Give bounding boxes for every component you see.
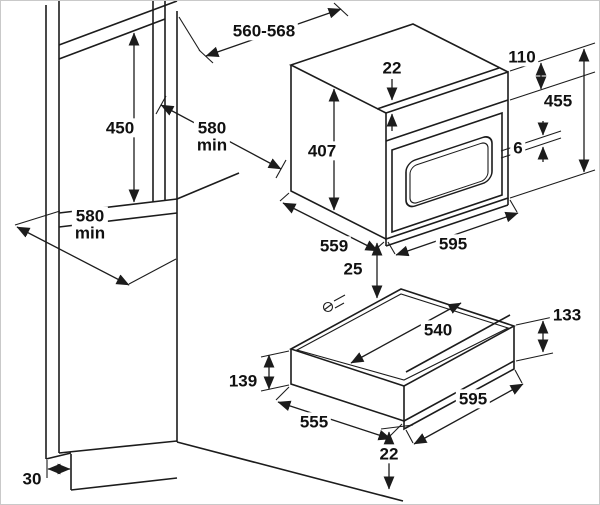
dim-label-niche-width: 560-568 <box>229 21 299 41</box>
oven-door-window-inner <box>409 142 489 204</box>
dim-drawer-depth-arrow <box>275 386 403 441</box>
dim-label-oven-height: 455 <box>540 91 576 111</box>
dim-label-oven-depth: 559 <box>316 236 352 256</box>
dim-label-drawer-interior-width: 540 <box>420 320 456 340</box>
dim-label-drawer-width: 595 <box>455 389 491 409</box>
dimension-lines <box>14 2 596 490</box>
control-panel-divider <box>385 99 509 142</box>
dim-drawer-height-arrow <box>260 350 290 392</box>
depth-upper-unit: min <box>196 136 228 155</box>
dim-label-drawer-front-height: 133 <box>549 305 585 325</box>
dim-cabinet-depth-lower-arrow <box>14 210 177 286</box>
dim-label-oven-width: 595 <box>435 234 471 254</box>
cabinet-drawing <box>45 1 404 502</box>
depth-upper-value: 580 <box>197 118 227 138</box>
oven-door-edge <box>391 111 503 234</box>
dim-oven-width-arrow <box>387 199 519 257</box>
dim-oven-height-arrow <box>509 48 596 199</box>
fastener-detail-icon <box>322 294 346 313</box>
dim-plinth-depth-arrow <box>46 460 71 478</box>
dim-label-oven-top-clearance: 22 <box>379 58 405 78</box>
oven-door-window <box>405 136 493 208</box>
dim-label-door-gap: 6 <box>510 138 526 158</box>
oven-drawing <box>288 23 509 247</box>
dim-label-control-panel-height: 110 <box>505 47 539 67</box>
dim-label-drawer-height: 139 <box>225 371 261 391</box>
dim-label-cabinet-depth-upper: 580 min <box>193 118 231 156</box>
floor-line <box>176 441 404 502</box>
dim-label-plinth-depth: 30 <box>19 469 45 489</box>
niche-shelf-edge <box>176 172 240 200</box>
drawer-side-face <box>290 349 405 423</box>
dim-label-niche-height: 450 <box>102 118 138 138</box>
dim-label-drawer-depth: 555 <box>296 412 332 432</box>
dim-drawer-width-arrow <box>405 369 524 445</box>
dim-drawer-front-height-arrow <box>515 316 554 362</box>
dim-label-interior-height: 407 <box>304 141 340 161</box>
depth-lower-unit: min <box>74 224 106 243</box>
dim-label-drawer-clearance: 25 <box>340 259 366 279</box>
dim-bottom-clearance-arrow <box>380 424 414 490</box>
depth-lower-value: 580 <box>75 206 105 226</box>
dim-label-bottom-clearance: 22 <box>376 444 402 464</box>
dim-label-cabinet-depth-lower: 580 min <box>71 206 109 244</box>
dim-drawer-interior-width-arrow <box>350 302 462 364</box>
